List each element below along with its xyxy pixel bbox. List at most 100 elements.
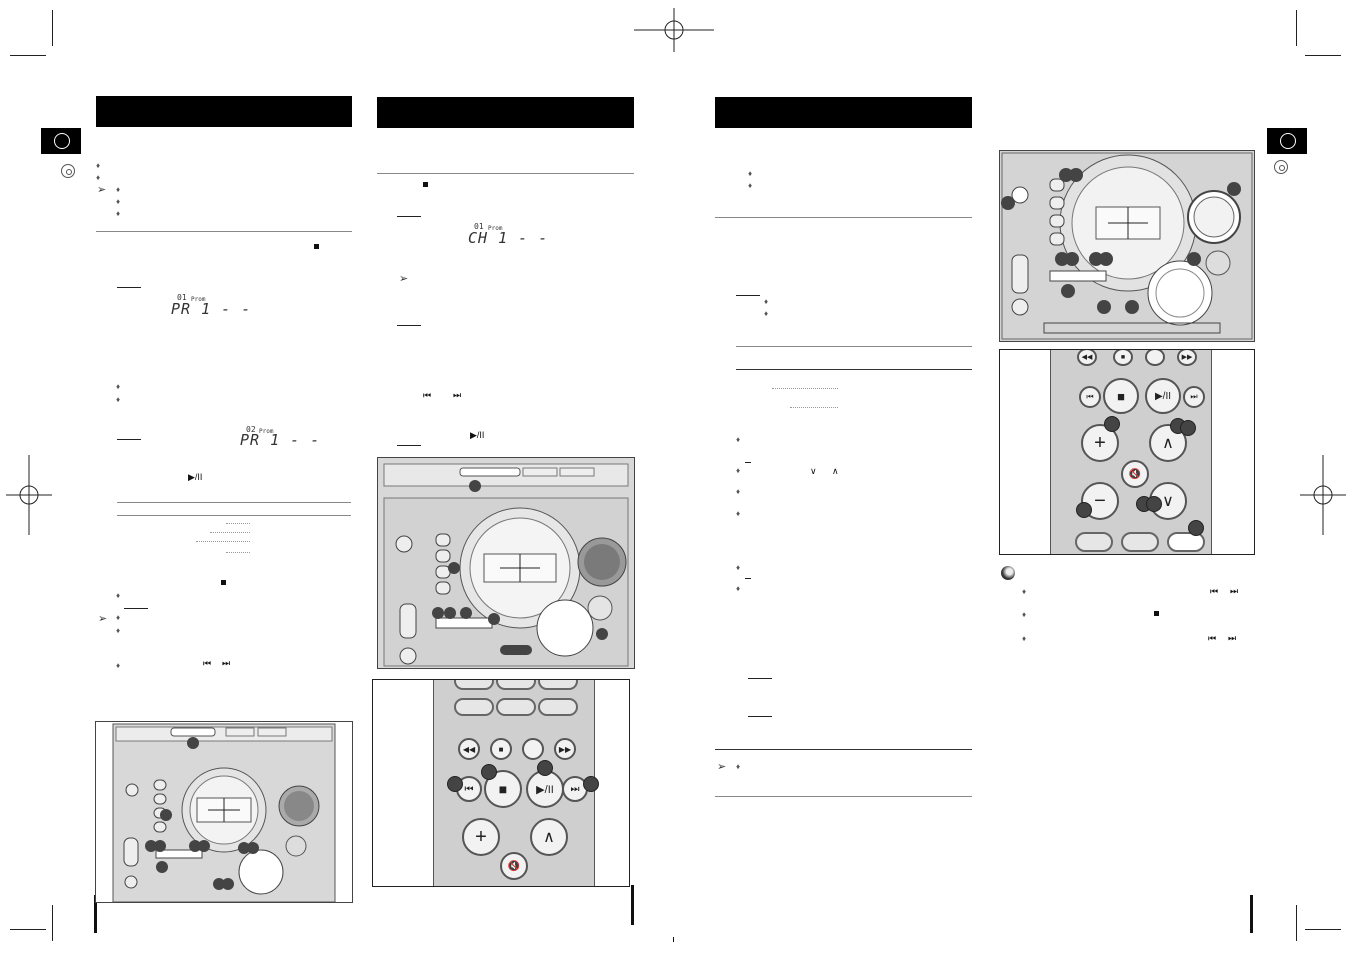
remote-control-illustration: ◀◀ ■ ■ ▶▶ ⏮ ■ ▶/II ⏭ + ∧ 🔇 − ∨: [999, 349, 1255, 555]
lcd-display-index: 01: [177, 293, 187, 302]
divider: [715, 796, 972, 797]
diamond-bullet-icon: ♦: [1022, 610, 1027, 619]
stop-icon: [314, 244, 319, 249]
previous-track-button[interactable]: ⏮: [1079, 386, 1101, 408]
mute-button[interactable]: 🔇: [1121, 460, 1149, 488]
callout-marker: [583, 776, 599, 792]
callout-marker: [1104, 416, 1120, 432]
diamond-bullet-icon: ♦: [116, 209, 121, 218]
registration-mark: [6, 455, 52, 535]
page-edge-bar: [631, 885, 634, 925]
page-edge-bar: [673, 937, 674, 942]
play-pause-icon: ▶/II: [470, 430, 485, 440]
crop-mark: [1305, 929, 1341, 930]
diamond-bullet-icon: ♦: [116, 613, 121, 622]
callout-marker: [1180, 420, 1196, 436]
lcd-display-main: PR 1 - -: [171, 300, 252, 318]
arrow-note-icon: ➢: [98, 613, 108, 625]
dotted-leader: [210, 532, 250, 533]
dotted-leader: [226, 552, 250, 553]
diamond-bullet-icon: ♦: [764, 297, 769, 306]
skip-back-icon: ⏮: [203, 658, 212, 668]
stop-button[interactable]: ■: [1113, 350, 1133, 366]
skip-back-icon: ⏮: [1208, 633, 1217, 643]
down-arrow-icon: ∨: [810, 466, 817, 476]
up-arrow-icon: ∧: [832, 466, 839, 476]
diamond-bullet-icon: ♦: [736, 509, 741, 518]
diamond-bullet-icon: ♦: [116, 661, 121, 670]
divider: [715, 217, 972, 218]
skip-forward-icon: ⏭: [1230, 586, 1239, 596]
stereo-unit-illustration: [377, 457, 635, 669]
skip-forward-icon: ⏭: [1228, 633, 1237, 643]
arrow-note-icon: ➢: [717, 761, 727, 773]
lcd-display-index: 01: [474, 222, 484, 231]
step-underline: [124, 608, 148, 609]
language-tab-left: [41, 128, 81, 154]
lcd-display-main: PR 1 - -: [240, 431, 321, 449]
stop-icon: [221, 580, 226, 585]
diamond-bullet-icon: ♦: [96, 161, 101, 170]
diamond-bullet-icon: ♦: [736, 563, 741, 572]
play-pause-icon: ▶/II: [188, 472, 203, 482]
dotted-leader: [226, 523, 250, 524]
lcd-display-tag: Prom: [191, 296, 206, 303]
skip-back-icon: ⏮: [1210, 586, 1219, 596]
disc-icon: [1274, 160, 1288, 174]
page-edge-bar: [1250, 895, 1253, 933]
play-button[interactable]: ■: [522, 738, 544, 760]
fast-forward-button[interactable]: ▶▶: [1177, 350, 1197, 366]
diamond-bullet-icon: ♦: [764, 309, 769, 318]
stop-button-large[interactable]: ■: [1103, 378, 1139, 414]
lcd-display-index: 02: [246, 425, 256, 434]
stop-button-large[interactable]: ■: [484, 770, 522, 808]
diamond-bullet-icon: ♦: [96, 173, 101, 182]
registration-mark: [634, 8, 714, 52]
diamond-bullet-icon: ♦: [116, 626, 121, 635]
diamond-bullet-icon: ♦: [1022, 634, 1027, 643]
crop-mark: [52, 905, 53, 941]
registration-mark: [1300, 455, 1346, 535]
dotted-leader: [196, 541, 250, 542]
volume-up-button[interactable]: +: [462, 818, 500, 856]
diamond-bullet-icon: ♦: [748, 169, 753, 178]
divider: [736, 369, 972, 370]
stop-icon: [423, 182, 428, 187]
lcd-display-main: CH 1 - -: [468, 229, 549, 247]
step-underline: [745, 462, 751, 463]
diamond-bullet-icon: ♦: [736, 584, 741, 593]
callout-marker: [537, 760, 553, 776]
play-pause-button[interactable]: ▶/II: [1145, 378, 1181, 414]
play-button[interactable]: ■: [1145, 350, 1165, 366]
rewind-button[interactable]: ◀◀: [1077, 350, 1097, 366]
step-underline: [748, 716, 772, 717]
diamond-bullet-icon: ♦: [736, 762, 741, 771]
stop-icon: [1154, 611, 1159, 616]
crop-mark: [10, 929, 46, 930]
crop-mark: [1296, 10, 1297, 46]
step-underline: [397, 216, 421, 217]
crop-mark: [1296, 905, 1297, 941]
skip-back-icon: ⏮: [423, 390, 432, 400]
stop-button[interactable]: ■: [490, 738, 512, 760]
arrow-note-icon: ➢: [97, 184, 107, 196]
step-underline: [397, 445, 421, 446]
dotted-leader: [772, 388, 838, 389]
callout-marker: [1188, 520, 1204, 536]
stereo-unit-illustration: [999, 150, 1255, 342]
language-tab-right: [1267, 128, 1307, 154]
note-icon: [1001, 566, 1015, 580]
tuning-up-button[interactable]: ∧: [1149, 424, 1187, 462]
step-underline: [397, 325, 421, 326]
divider: [715, 749, 972, 750]
rewind-button[interactable]: ◀◀: [458, 738, 480, 760]
mute-button[interactable]: 🔇: [500, 852, 528, 880]
fast-forward-button[interactable]: ▶▶: [554, 738, 576, 760]
skip-forward-icon: ⏭: [222, 658, 231, 668]
step-underline: [736, 295, 760, 296]
diamond-bullet-icon: ♦: [116, 591, 121, 600]
section-header-2: [377, 97, 634, 128]
tuning-up-button[interactable]: ∧: [530, 818, 568, 856]
step-underline: [117, 287, 141, 288]
next-track-button[interactable]: ⏭: [1183, 386, 1205, 408]
